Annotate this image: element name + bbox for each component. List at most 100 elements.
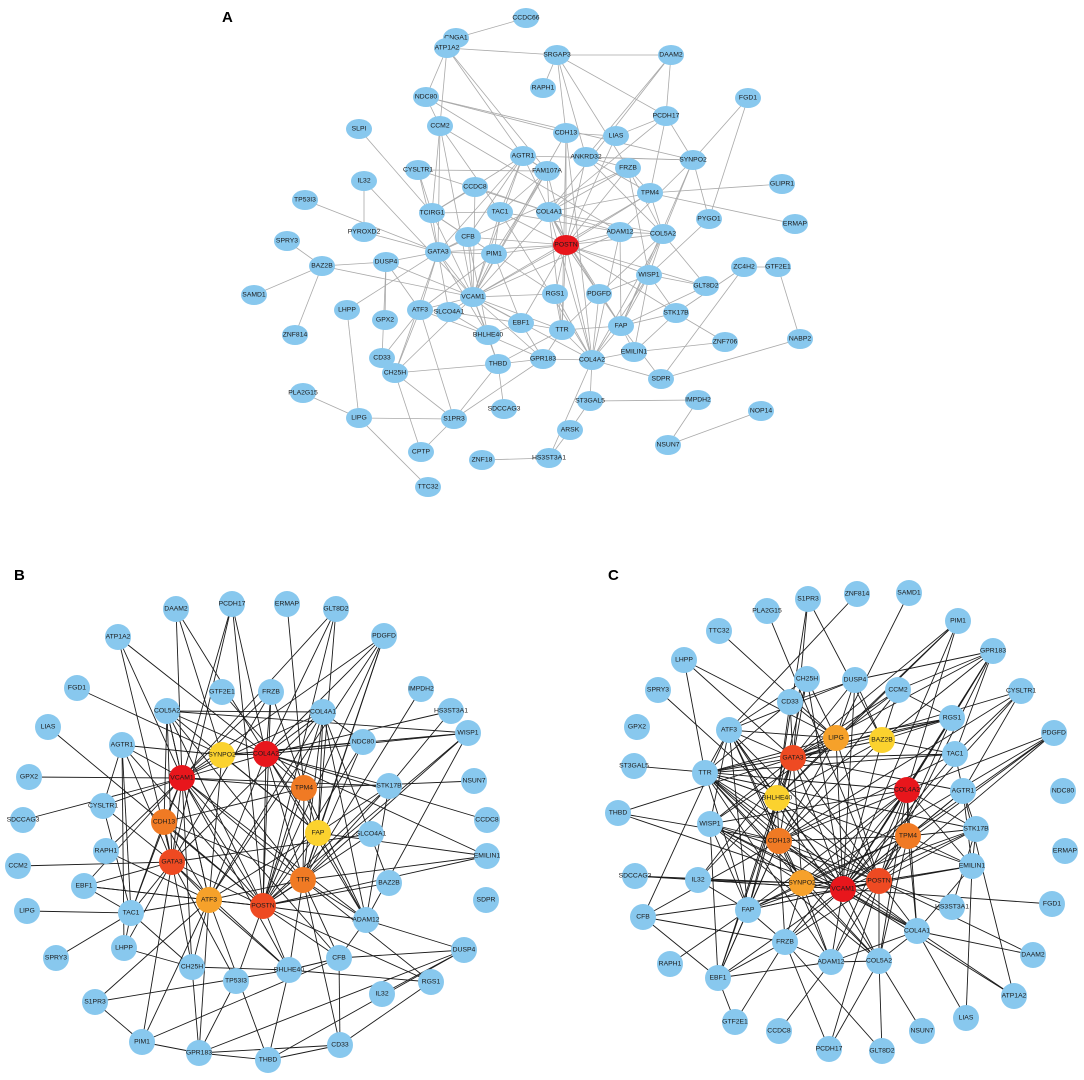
node-cdh13[interactable]: CDH13 bbox=[766, 828, 792, 854]
node-cptp[interactable]: CPTP bbox=[408, 442, 434, 462]
node-agtr1[interactable]: AGTR1 bbox=[109, 732, 135, 758]
node-cfb[interactable]: CFB bbox=[326, 945, 352, 971]
node-frzb[interactable]: FRZB bbox=[258, 679, 284, 705]
node-col5a2[interactable]: COL5A2 bbox=[650, 224, 676, 244]
node-cfb[interactable]: CFB bbox=[630, 904, 656, 930]
node-spry3[interactable]: SPRY3 bbox=[43, 945, 69, 971]
node-lias[interactable]: LIAS bbox=[953, 1005, 979, 1031]
node-daam2[interactable]: DAAM2 bbox=[658, 45, 684, 65]
node-ch25h[interactable]: CH25H bbox=[179, 954, 205, 980]
node-adam12[interactable]: ADAM12 bbox=[817, 949, 845, 975]
node-znf706[interactable]: ZNF706 bbox=[712, 332, 738, 352]
node-znf814[interactable]: ZNF814 bbox=[844, 581, 870, 607]
node-lias[interactable]: LIAS bbox=[603, 126, 629, 146]
node-cfb[interactable]: CFB bbox=[455, 227, 481, 247]
node-baz2b[interactable]: BAZ2B bbox=[376, 870, 402, 896]
node-lhpp[interactable]: LHPP bbox=[671, 647, 697, 673]
node-lipg[interactable]: LIPG bbox=[14, 898, 40, 924]
node-cd33[interactable]: CD33 bbox=[327, 1032, 353, 1058]
node-thbd[interactable]: THBD bbox=[605, 800, 631, 826]
node-pla2g15[interactable]: PLA2G15 bbox=[752, 598, 782, 624]
node-lias[interactable]: LIAS bbox=[35, 714, 61, 740]
node-synpo2[interactable]: SYNPO2 bbox=[788, 870, 816, 896]
node-tpm4[interactable]: TPM4 bbox=[637, 183, 663, 203]
node-cysltr1[interactable]: CYSLTR1 bbox=[88, 793, 118, 819]
node-srgap3[interactable]: SRGAP3 bbox=[543, 45, 571, 65]
node-wisp1[interactable]: WISP1 bbox=[697, 811, 723, 837]
node-ccdc8[interactable]: CCDC8 bbox=[474, 807, 500, 833]
node-impdh2[interactable]: IMPDH2 bbox=[408, 676, 434, 702]
node-tpm4[interactable]: TPM4 bbox=[895, 823, 921, 849]
node-ermap[interactable]: ERMAP bbox=[274, 591, 300, 617]
node-tac1[interactable]: TAC1 bbox=[487, 202, 513, 222]
node-fam107a[interactable]: FAM107A bbox=[532, 161, 562, 181]
node-cysltr1[interactable]: CYSLTR1 bbox=[403, 160, 433, 180]
node-rgs1[interactable]: RGS1 bbox=[542, 284, 568, 304]
node-gpx2[interactable]: GPX2 bbox=[624, 714, 650, 740]
node-fgd1[interactable]: FGD1 bbox=[64, 675, 90, 701]
node-sdccag3[interactable]: SDCCAG3 bbox=[619, 863, 652, 889]
node-gpr183[interactable]: GPR183 bbox=[186, 1040, 212, 1066]
node-fap[interactable]: FAP bbox=[305, 820, 331, 846]
node-lhpp[interactable]: LHPP bbox=[334, 300, 360, 320]
node-sdccag3[interactable]: SDCCAG3 bbox=[488, 399, 521, 419]
node-pdgfd[interactable]: PDGFD bbox=[1041, 720, 1067, 746]
node-col4a2[interactable]: COL4A2 bbox=[253, 741, 279, 767]
node-baz2b[interactable]: BAZ2B bbox=[309, 256, 335, 276]
node-atp1a2[interactable]: ATP1A2 bbox=[1001, 983, 1027, 1009]
node-ch25h[interactable]: CH25H bbox=[382, 363, 408, 383]
node-agtr1[interactable]: AGTR1 bbox=[510, 146, 536, 166]
node-arsk[interactable]: ARSK bbox=[557, 420, 583, 440]
node-stk17b[interactable]: STK17B bbox=[663, 303, 689, 323]
node-col4a2[interactable]: COL4A2 bbox=[894, 777, 920, 803]
node-cd33[interactable]: CD33 bbox=[777, 689, 803, 715]
node-gtf2e1[interactable]: GTF2E1 bbox=[765, 257, 791, 277]
node-spry3[interactable]: SPRY3 bbox=[645, 677, 671, 703]
node-baz2b[interactable]: BAZ2B bbox=[869, 727, 895, 753]
node-st3gal5[interactable]: ST3GAL5 bbox=[575, 391, 605, 411]
node-tac1[interactable]: TAC1 bbox=[118, 900, 144, 926]
node-gpr183[interactable]: GPR183 bbox=[980, 638, 1006, 664]
node-adam12[interactable]: ADAM12 bbox=[352, 907, 380, 933]
node-ttr[interactable]: TTR bbox=[692, 760, 718, 786]
node-wisp1[interactable]: WISP1 bbox=[636, 265, 662, 285]
node-cdh13[interactable]: CDH13 bbox=[151, 809, 177, 835]
node-hs3st3a1[interactable]: HS3ST3A1 bbox=[935, 894, 969, 920]
node-impdh2[interactable]: IMPDH2 bbox=[685, 390, 711, 410]
node-dusp4[interactable]: DUSP4 bbox=[451, 937, 477, 963]
node-slco4a1[interactable]: SLCO4A1 bbox=[434, 302, 465, 322]
node-pcdh17[interactable]: PCDH17 bbox=[219, 591, 246, 617]
node-ebf1[interactable]: EBF1 bbox=[705, 965, 731, 991]
node-ermap[interactable]: ERMAP bbox=[782, 214, 808, 234]
node-atf3[interactable]: ATF3 bbox=[407, 300, 433, 320]
node-pim1[interactable]: PIM1 bbox=[481, 244, 507, 264]
node-cd33[interactable]: CD33 bbox=[369, 348, 395, 368]
node-rgs1[interactable]: RGS1 bbox=[418, 969, 444, 995]
node-s1pr3[interactable]: S1PR3 bbox=[82, 989, 108, 1015]
node-fap[interactable]: FAP bbox=[608, 316, 634, 336]
node-dusp4[interactable]: DUSP4 bbox=[373, 252, 399, 272]
node-ttc32[interactable]: TTC32 bbox=[706, 618, 732, 644]
node-ndc80[interactable]: NDC80 bbox=[1050, 778, 1076, 804]
node-vcam1[interactable]: VCAM1 bbox=[460, 287, 486, 307]
node-stk17b[interactable]: STK17B bbox=[963, 816, 989, 842]
node-lipg[interactable]: LIPG bbox=[823, 725, 849, 751]
node-ccm2[interactable]: CCM2 bbox=[885, 677, 911, 703]
node-s1pr3[interactable]: S1PR3 bbox=[795, 586, 821, 612]
node-atp1a2[interactable]: ATP1A2 bbox=[434, 38, 460, 58]
node-tcirg1[interactable]: TCIRG1 bbox=[419, 203, 445, 223]
node-gata3[interactable]: GATA3 bbox=[425, 242, 451, 262]
node-pdgfd[interactable]: PDGFD bbox=[586, 284, 612, 304]
node-znf814[interactable]: ZNF814 bbox=[282, 325, 308, 345]
node-dusp4[interactable]: DUSP4 bbox=[842, 667, 868, 693]
node-ccm2[interactable]: CCM2 bbox=[427, 116, 453, 136]
node-atf3[interactable]: ATF3 bbox=[196, 887, 222, 913]
node-pygo1[interactable]: PYGO1 bbox=[696, 209, 722, 229]
node-gata3[interactable]: GATA3 bbox=[780, 745, 806, 771]
node-raph1[interactable]: RAPH1 bbox=[657, 951, 683, 977]
node-pcdh17[interactable]: PCDH17 bbox=[816, 1036, 843, 1062]
node-ccdc8[interactable]: CCDC8 bbox=[462, 177, 488, 197]
node-thbd[interactable]: THBD bbox=[255, 1047, 281, 1073]
node-nabp2[interactable]: NABP2 bbox=[787, 329, 813, 349]
node-vcam1[interactable]: VCAM1 bbox=[830, 876, 856, 902]
